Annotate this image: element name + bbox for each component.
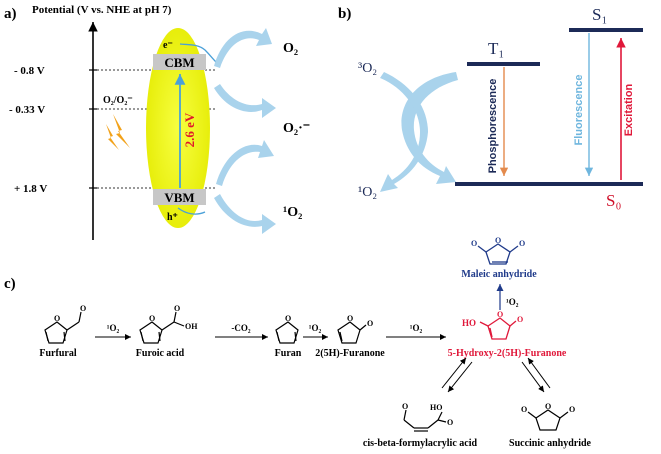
- vbm-box: [153, 189, 206, 205]
- furfural-aldehyde-o: O: [80, 304, 86, 313]
- furanone-ring-o: O: [347, 314, 353, 323]
- furfural-label: Furfural: [39, 348, 76, 359]
- cisbeta-o-right: O: [447, 418, 453, 427]
- furoic-acid-label: Furoic acid: [136, 348, 185, 359]
- tick-label-cbm: - 0.8 V: [14, 65, 45, 77]
- bandgap-label: 2.6 eV: [182, 112, 197, 147]
- phosphorescence-label: Phosphorescence: [487, 79, 499, 174]
- reduction-arrow-bottom: [214, 84, 276, 118]
- reagent-5: ¹O₂: [506, 297, 519, 307]
- reagent-4: ¹O₂: [410, 323, 423, 333]
- panel-a: a) Potential (V vs. NHE at pH 7) - 0.8 V…: [4, 4, 310, 240]
- reagent-3: ¹O₂: [309, 323, 322, 333]
- furoic-ring-o: O: [149, 314, 155, 323]
- o2-label: O₂: [283, 41, 298, 56]
- equilibrium-arrow-forward: [447, 361, 473, 393]
- semiconductor-ellipse: [146, 28, 210, 228]
- vbm-label: VBM: [164, 190, 194, 205]
- hydroxy-carbonyl-o: O: [517, 315, 523, 324]
- couple-label: O₂/O₂⁻: [103, 95, 133, 106]
- triplet-o2-label: ³O₂: [358, 61, 377, 76]
- hole-transfer-curve: [177, 207, 206, 215]
- light-bolt-icon: [113, 114, 130, 148]
- energy-transfer-arrow: [380, 72, 428, 192]
- reagent-1: ¹O₂: [107, 323, 120, 333]
- s0-label: S₀: [606, 191, 621, 210]
- light-bolt-icon: [106, 124, 119, 150]
- panel-a-label: a): [4, 6, 17, 22]
- superoxide-label: O₂·⁻: [283, 121, 310, 136]
- cbm-label: CBM: [164, 55, 194, 70]
- s1-label: S₁: [592, 5, 607, 24]
- furan-label: Furan: [275, 348, 302, 359]
- equilibrium-arrow-back: [441, 357, 467, 389]
- cbm-box: [153, 54, 206, 70]
- panel-b: b) ³O₂ ¹O₂ T₁ S₁ S₀ Phosphorescence Fluo…: [338, 5, 643, 210]
- cisbeta-o-left: O: [402, 402, 408, 411]
- furfural-ring-o: O: [54, 314, 60, 323]
- tick-label-couple: - 0.33 V: [9, 104, 45, 116]
- furanone-structure: [337, 321, 367, 344]
- furanone-carbonyl-o: O: [367, 319, 373, 328]
- hydroxy-ho: HO: [462, 318, 476, 328]
- potential-axis-title: Potential (V vs. NHE at pH 7): [32, 4, 172, 16]
- maleic-anhydride-structure: [477, 243, 519, 265]
- succinic-o-left: O: [521, 405, 527, 414]
- oxidation-arrow-top: [216, 140, 274, 186]
- reagent-2: -CO₂: [231, 323, 250, 333]
- maleic-o-left: O: [471, 239, 477, 248]
- fluorescence-label: Fluorescence: [573, 75, 585, 146]
- panel-b-label: b): [338, 6, 351, 22]
- hydroxy-ring-o: O: [497, 310, 503, 319]
- electron-transfer-curve: [179, 43, 217, 63]
- panel-c: c) O O Furfural ¹O₂ O O OH Furoic acid: [4, 236, 592, 449]
- maleic-ring-o: O: [495, 236, 501, 245]
- furanone-label: 2(5H)-Furanone: [315, 348, 385, 359]
- electron-label: e⁻: [163, 40, 173, 51]
- succinic-anhydride-structure: [527, 409, 569, 431]
- equilibrium-arrow-forward: [521, 361, 545, 393]
- furoic-acid-structure: [139, 311, 185, 344]
- succinic-ring-o: O: [545, 402, 551, 411]
- excitation-label: Excitation: [623, 83, 635, 136]
- reduction-arrow-top: [214, 28, 272, 68]
- singlet-o2-a-label: ¹O₂: [283, 205, 302, 220]
- cis-beta-label: cis-beta-formylacrylic acid: [363, 438, 478, 449]
- t1-label: T₁: [488, 39, 504, 58]
- cis-beta-structure: [403, 409, 447, 432]
- furoic-oh: OH: [185, 322, 198, 331]
- furan-structure: [275, 321, 299, 344]
- succinic-o-right: O: [569, 405, 575, 414]
- furfural-structure: [44, 311, 82, 344]
- singlet-o2-b-label: ¹O₂: [358, 185, 377, 200]
- maleic-o-right: O: [519, 239, 525, 248]
- hydroxy-furanone-structure: [479, 317, 517, 340]
- cisbeta-ho: HO: [430, 403, 442, 412]
- hole-label: h⁺: [167, 212, 178, 223]
- panel-c-label: c): [4, 276, 16, 292]
- hydroxy-furanone-label: 5-Hydroxy-2(5H)-Furanone: [448, 348, 567, 359]
- succinic-anhydride-label: Succinic anhydride: [509, 438, 592, 449]
- furan-ring-o: O: [285, 314, 291, 323]
- equilibrium-arrow-back: [527, 357, 551, 389]
- oxidation-arrow-bottom: [214, 194, 276, 234]
- furoic-carbonyl-o: O: [174, 304, 180, 313]
- maleic-anhydride-label: Maleic anhydride: [461, 269, 537, 280]
- tick-label-vbm: + 1.8 V: [14, 183, 47, 195]
